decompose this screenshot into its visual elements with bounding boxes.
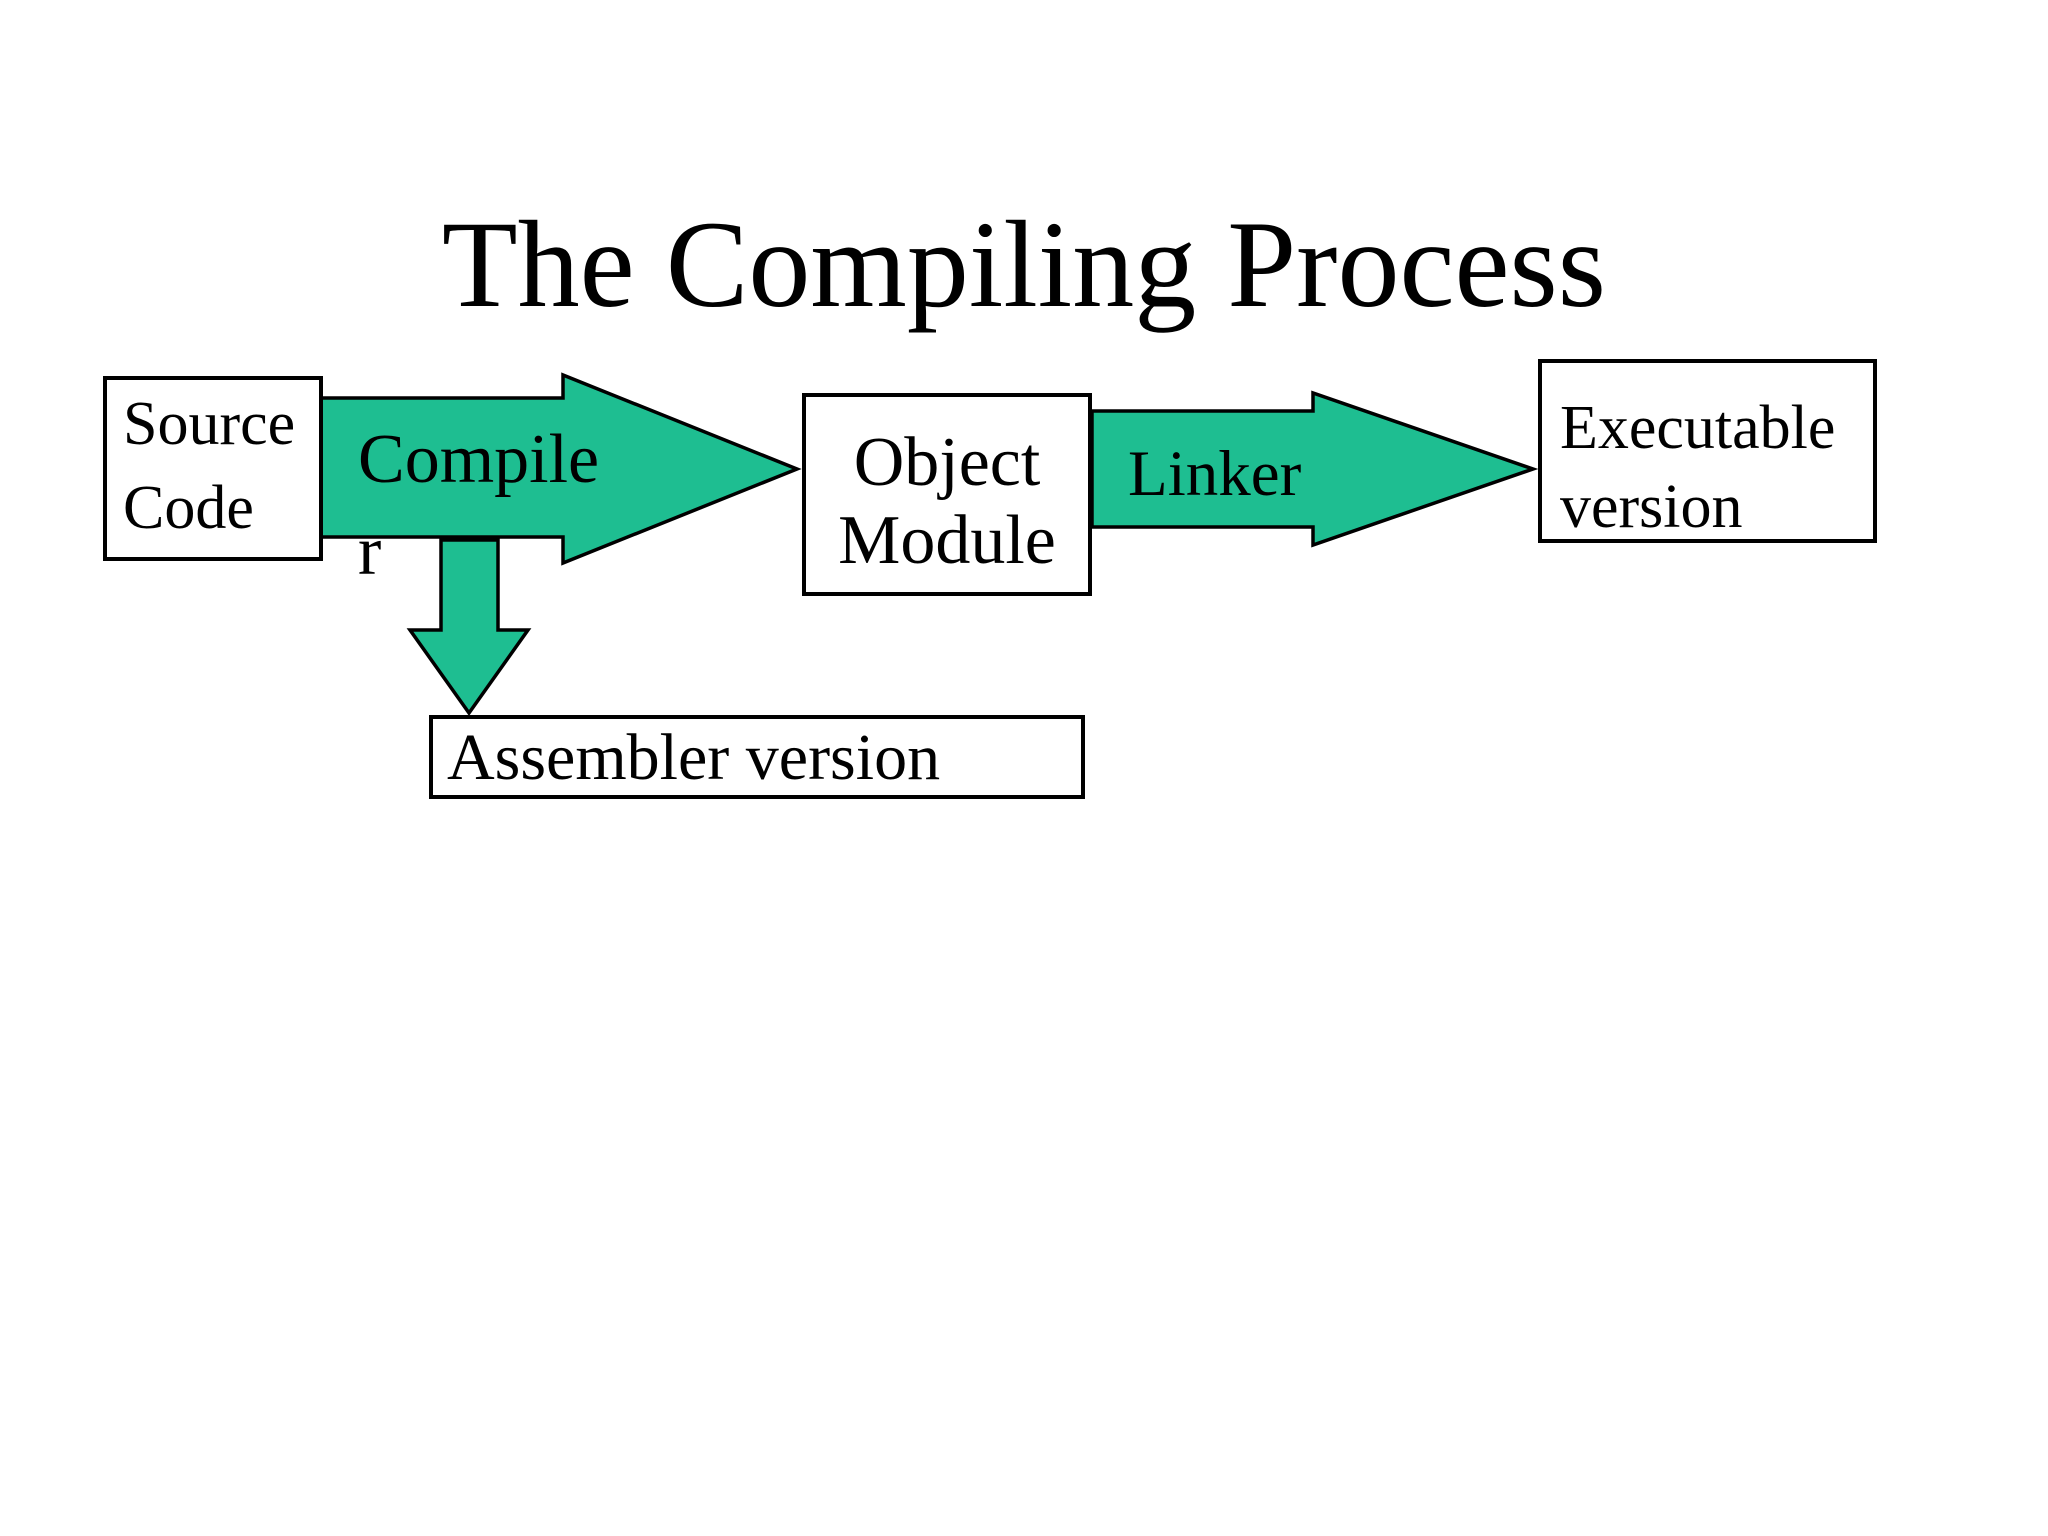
object-module-line-1: Object xyxy=(853,424,1041,501)
down-arrow-to-assembler xyxy=(406,538,532,717)
assembler-version-label: Assembler version xyxy=(433,719,1081,791)
source-code-line-2: Code xyxy=(123,474,254,542)
executable-version-box: Executable version xyxy=(1538,359,1877,543)
compiler-label-line-2: r xyxy=(358,513,382,590)
linker-arrow xyxy=(1090,390,1539,548)
compiler-label-line-1: Compile xyxy=(358,421,600,498)
source-code-label: Source Code xyxy=(107,380,319,550)
executable-version-line-2: version xyxy=(1560,473,1743,541)
source-code-line-1: Source xyxy=(123,390,296,458)
linker-arrow-label: Linker xyxy=(1128,442,1301,507)
slide-title: The Compiling Process xyxy=(441,196,1607,333)
object-module-line-2: Module xyxy=(838,502,1056,579)
object-module-box: Object Module xyxy=(802,393,1092,596)
compiler-arrow xyxy=(318,372,802,566)
assembler-version-line-1: Assembler version xyxy=(447,721,941,794)
linker-label-line-1: Linker xyxy=(1128,438,1302,510)
compiler-arrow-label: Compile r xyxy=(358,414,599,598)
executable-version-line-1: Executable xyxy=(1560,394,1836,462)
source-code-box: Source Code xyxy=(103,376,323,561)
assembler-version-box: Assembler version xyxy=(429,715,1085,799)
executable-version-label: Executable version xyxy=(1542,363,1873,547)
object-module-label: Object Module xyxy=(806,397,1088,580)
